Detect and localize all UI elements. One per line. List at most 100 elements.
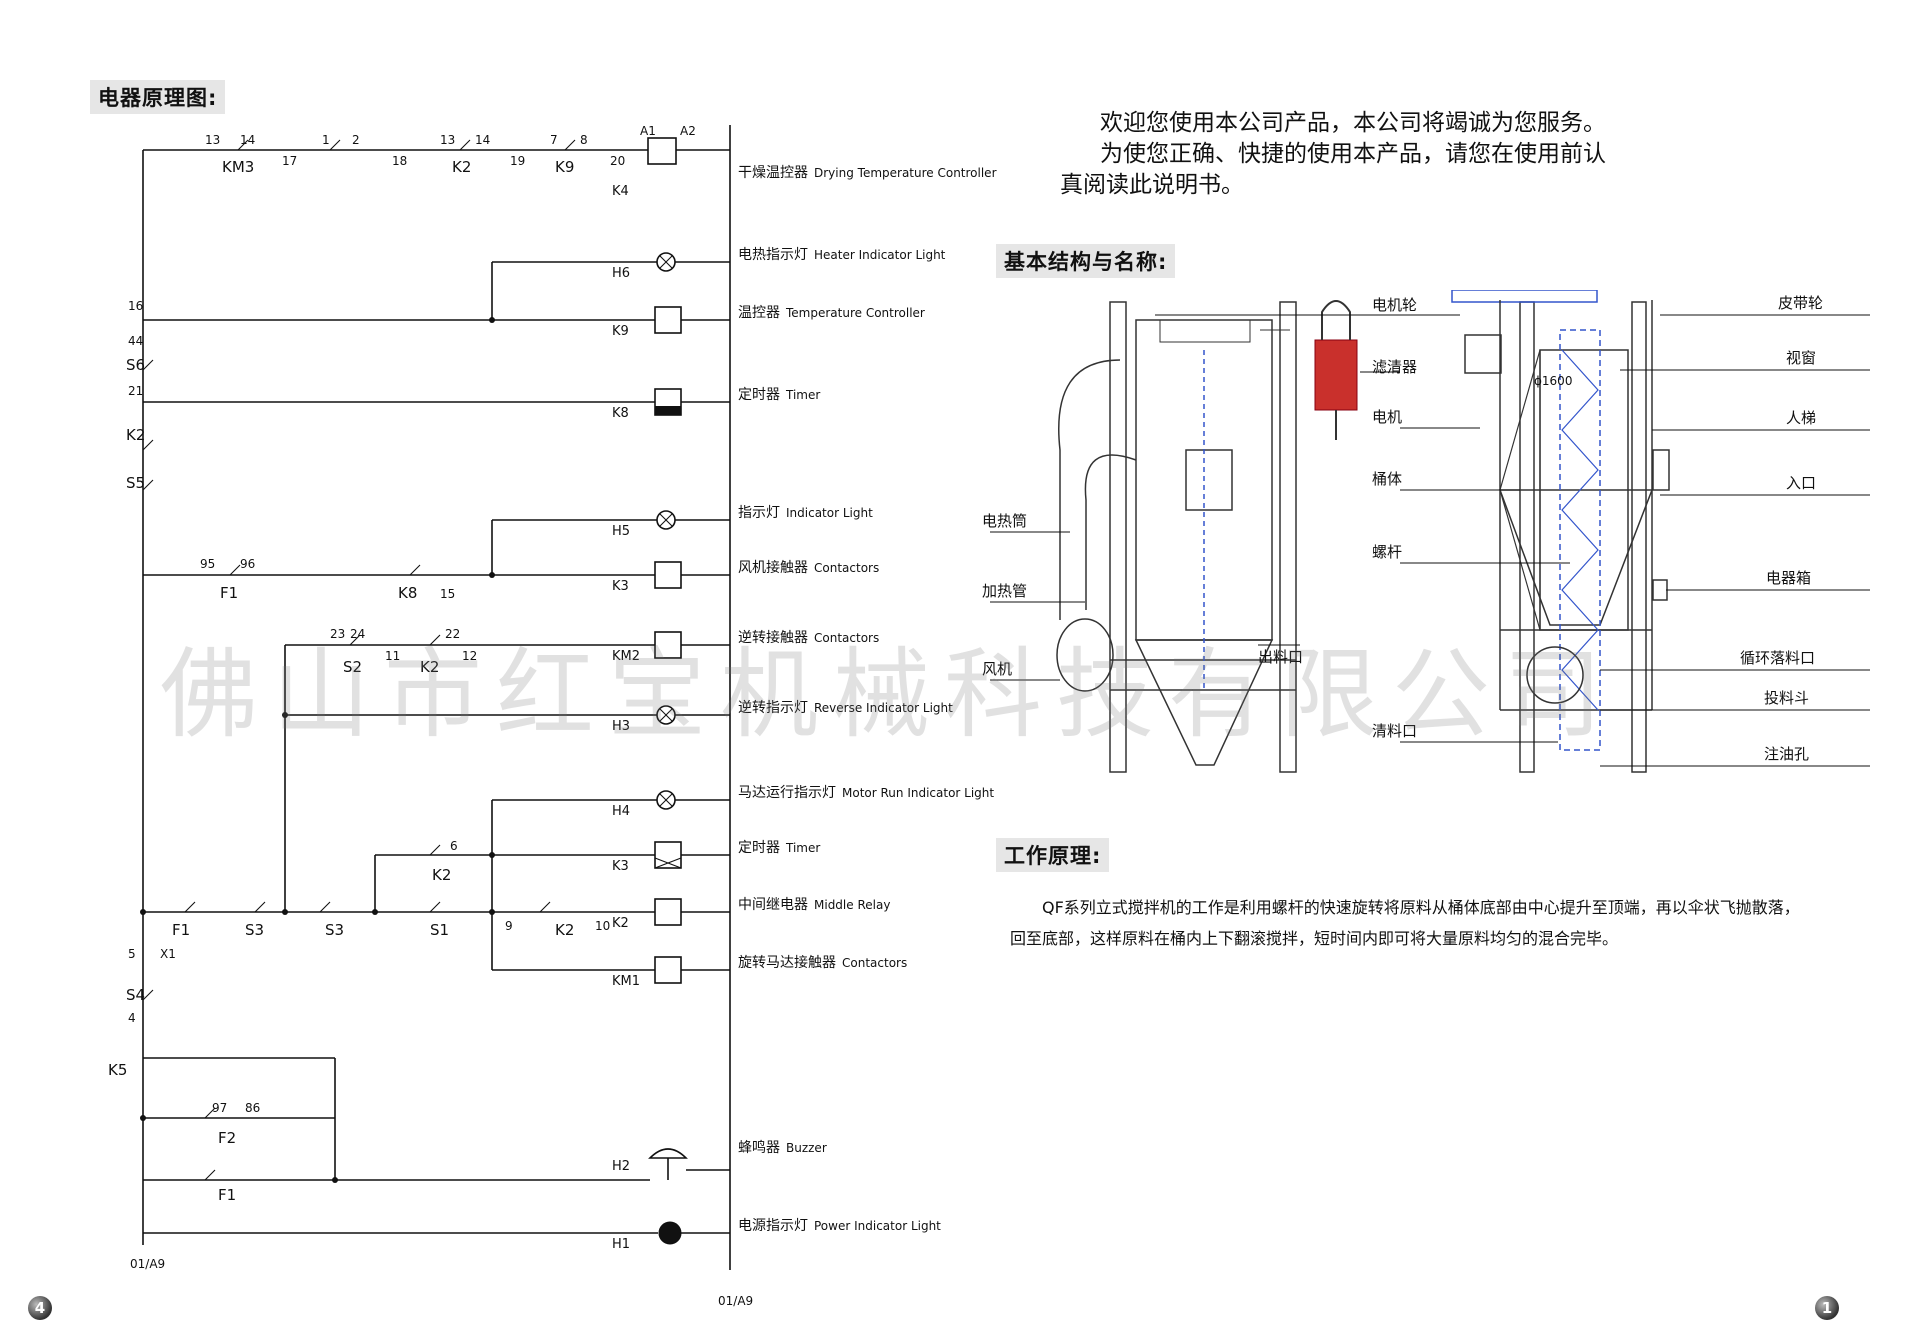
dimension-label: ϕ1600	[1534, 374, 1572, 388]
component-label: 蜂鸣器 Buzzer	[738, 1141, 827, 1156]
intro-line: 欢迎您使用本公司产品，本公司将竭诚为您服务。	[1100, 110, 1606, 136]
device-tag: K3	[612, 859, 629, 874]
wire-number: 13	[205, 133, 220, 147]
device-tag: H6	[612, 266, 631, 281]
wire-number: 17	[282, 154, 297, 168]
part-label: 滤清器	[1372, 358, 1417, 376]
part-label: 人梯	[1786, 409, 1816, 427]
component-label-cn: 定时器	[738, 387, 780, 403]
part-label: 电热筒	[982, 512, 1027, 530]
switch-label: S6	[126, 356, 145, 374]
component-label-cn: 蜂鸣器	[738, 1140, 780, 1156]
switch-label: K2	[432, 866, 451, 884]
device-tag: H4	[612, 804, 631, 819]
wire-label: 01/A9	[130, 1257, 165, 1271]
wire-number: 97	[212, 1101, 227, 1115]
wire-number: 9	[505, 919, 513, 933]
wire-label: 16	[128, 299, 143, 313]
schematic-title: 电器原理图:	[90, 80, 226, 114]
wire-number: 96	[240, 557, 255, 571]
wire-label: 44	[128, 334, 143, 348]
part-label: 桶体	[1372, 470, 1402, 488]
wire-number: 20	[610, 154, 625, 168]
part-label: 循环落料口	[1740, 649, 1815, 667]
device-tag: K9	[612, 324, 629, 339]
wire-label: 5	[128, 947, 136, 961]
component-label: 马达运行指示灯 Motor Run Indicator Light	[738, 786, 994, 801]
component-label-en: Motor Run Indicator Light	[842, 786, 995, 800]
wire-label: 4	[128, 1011, 136, 1025]
component-label-en: Indicator Light	[786, 506, 873, 520]
component-label: 定时器 Timer	[738, 841, 820, 856]
page-number: 1	[1815, 1296, 1839, 1320]
component-label-en: Contactors	[814, 561, 880, 575]
switch-label: F1	[172, 921, 190, 939]
component-label: 指示灯 Indicator Light	[738, 506, 873, 521]
principle-paragraph: QF系列立式搅拌机的工作是利用螺杆的快速旋转将原料从桶体底部由中心提升至顶端，再…	[1010, 898, 1800, 948]
switch-label: S4	[126, 986, 145, 1004]
circuit-diagram: 16 44 21 5 4 01/A9 01/A9 KM3 K2 K9 S6 S5…	[108, 124, 753, 1308]
device-tag: K4	[612, 184, 629, 199]
wire-label: 21	[128, 384, 143, 398]
machine-diagram: ϕ1600 电热筒 加热管 风机	[982, 290, 1870, 773]
wire-number: 22	[445, 627, 460, 641]
wire-number: 23	[330, 627, 345, 641]
component-label: 逆转接触器 Contactors	[738, 631, 879, 646]
switch-label: K2	[126, 426, 145, 444]
switch-label: F1	[220, 584, 238, 602]
wire-number: 7	[550, 133, 558, 147]
part-label: 投料斗	[1764, 689, 1809, 707]
component-label-cn: 逆转指示灯	[738, 700, 808, 716]
component-label-cn: 逆转接触器	[738, 630, 808, 646]
schematic-page: 电器原理图:	[28, 80, 997, 1320]
wire-number: 1	[322, 133, 330, 147]
wire-number: 13	[440, 133, 455, 147]
device-tag: K2	[612, 916, 629, 931]
component-label-cn: 指示灯	[738, 505, 780, 521]
component-label-en: Heater Indicator Light	[814, 248, 946, 262]
principle-title: 工作原理:	[996, 838, 1110, 872]
structure-title: 基本结构与名称:	[996, 244, 1176, 278]
component-label-en: Contactors	[814, 631, 880, 645]
device-tag: H5	[612, 524, 631, 539]
wire-number: 11	[385, 649, 400, 663]
wire-number: A1	[640, 124, 656, 138]
component-label-cn: 马达运行指示灯	[738, 785, 836, 801]
component-label-en: Temperature Controller	[786, 306, 925, 320]
switch-label: S3	[245, 921, 264, 939]
component-label-cn: 电热指示灯	[738, 247, 808, 263]
component-label-cn: 干燥温控器	[738, 165, 808, 181]
device-tag: KM2	[612, 649, 641, 664]
component-label-en: Power Indicator Light	[814, 1219, 941, 1233]
device-tag: H2	[612, 1159, 631, 1174]
component-label-en: Drying Temperature Controller	[814, 166, 997, 180]
component-label-en: Middle Relay	[814, 898, 891, 912]
part-label: 皮带轮	[1778, 294, 1823, 312]
wire-number: X1	[160, 947, 176, 961]
intro-line: 真阅读此说明书。	[1060, 172, 1244, 198]
part-label: 入口	[1786, 474, 1816, 492]
component-label-en: Timer	[786, 841, 821, 855]
component-label-cn: 定时器	[738, 840, 780, 856]
switch-label: KM3	[222, 158, 254, 176]
part-label: 清料口	[1372, 722, 1417, 740]
intro-line: 为使您正确、快捷的使用本产品，请您在使用前认	[1100, 141, 1606, 167]
device-tag: H1	[612, 1237, 631, 1252]
device-tag: K3	[612, 579, 629, 594]
wire-number: 14	[475, 133, 490, 147]
switch-label: S2	[343, 658, 362, 676]
manual-page: 欢迎您使用本公司产品，本公司将竭诚为您服务。 为使您正确、快捷的使用本产品，请您…	[960, 0, 1920, 1325]
wire-number: 6	[450, 839, 458, 853]
component-label-en: Buzzer	[786, 1141, 827, 1155]
switch-label: S3	[325, 921, 344, 939]
switch-label: F2	[218, 1129, 236, 1147]
component-label-cn: 温控器	[738, 305, 780, 321]
switch-label: S1	[430, 921, 449, 939]
component-label: 电热指示灯 Heater Indicator Light	[738, 248, 945, 263]
page-number: 4	[28, 1296, 52, 1320]
wire-number: 15	[440, 587, 455, 601]
